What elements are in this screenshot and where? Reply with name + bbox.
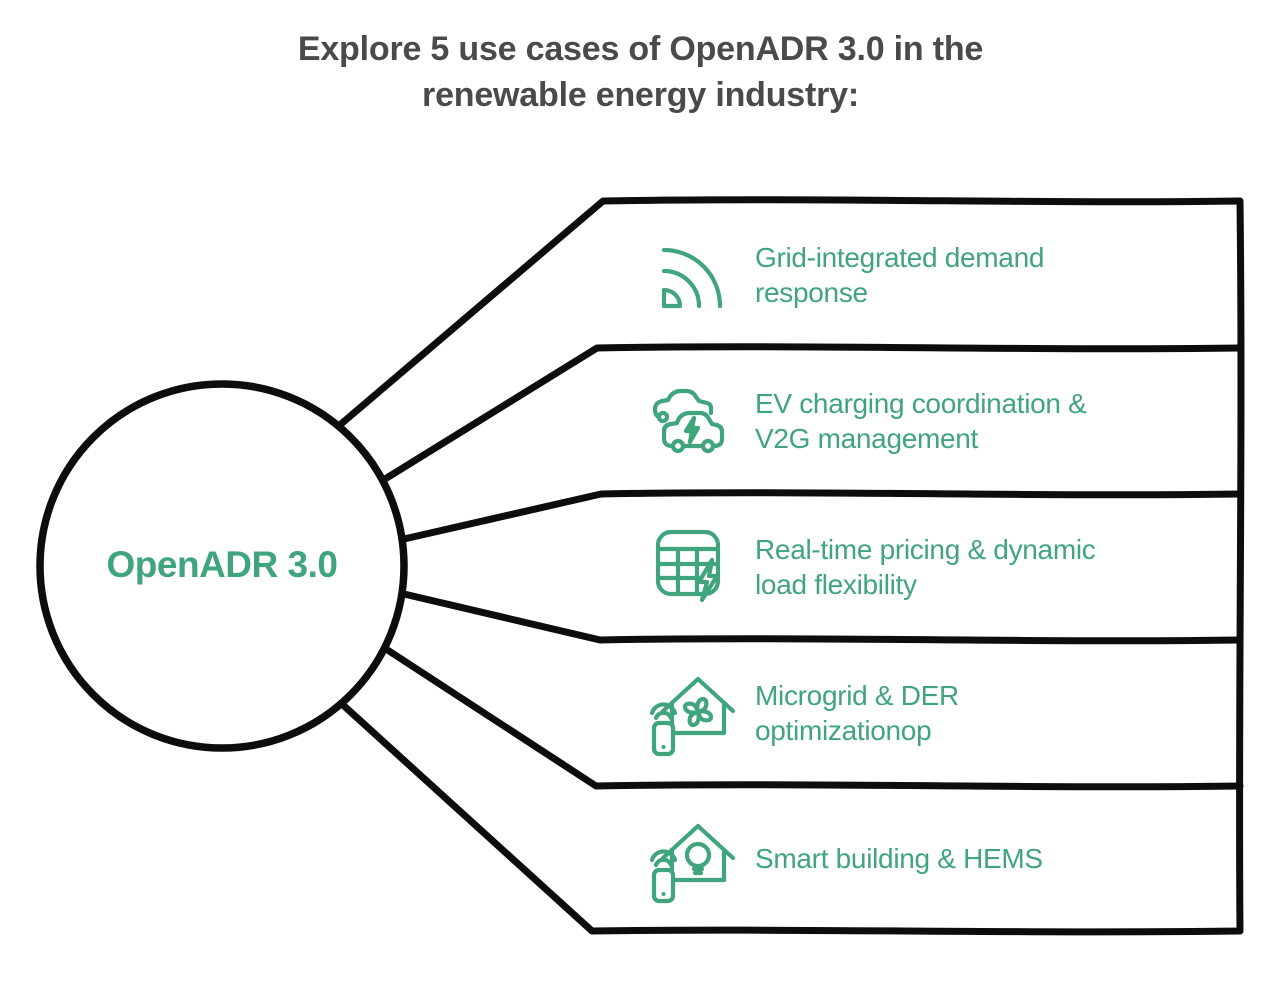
use-case-label: Real-time pricing & dynamic load flexibi… bbox=[755, 534, 1096, 600]
center-node-circle bbox=[36, 380, 408, 752]
use-case-band-ev-charging: EV charging coordination & V2G managemen… bbox=[592, 348, 1240, 494]
band-separator bbox=[381, 343, 1244, 483]
use-case-band-grid-demand-response: Grid-integrated demand response bbox=[592, 201, 1240, 348]
page-title: Explore 5 use cases of OpenADR 3.0 in th… bbox=[297, 30, 984, 114]
band-separator bbox=[400, 590, 1244, 645]
band-separator bbox=[382, 645, 1244, 791]
ev-charging-cars-icon bbox=[652, 388, 725, 454]
use-case-band-real-time-pricing: Real-time pricing & dynamic load flexibi… bbox=[592, 494, 1240, 640]
house-bulb-remote-icon bbox=[650, 823, 736, 904]
center-node-label: OpenADR 3.0 bbox=[106, 544, 338, 585]
use-case-label: EV charging coordination & V2G managemen… bbox=[755, 388, 1087, 454]
bands-outline bbox=[337, 196, 1245, 936]
use-case-label: Grid-integrated demand response bbox=[755, 242, 1045, 308]
band-separator bbox=[400, 489, 1244, 543]
pricing-table-bolt-icon bbox=[655, 529, 721, 603]
use-case-label: Smart building & HEMS bbox=[755, 843, 1043, 874]
use-case-label: Microgrid & DER optimizationop bbox=[755, 680, 959, 746]
house-fan-remote-icon bbox=[650, 676, 736, 757]
signal-waves-icon bbox=[661, 247, 723, 309]
use-case-band-microgrid-der: Microgrid & DER optimizationop bbox=[592, 640, 1240, 786]
use-case-band-smart-building: Smart building & HEMS bbox=[592, 786, 1240, 931]
